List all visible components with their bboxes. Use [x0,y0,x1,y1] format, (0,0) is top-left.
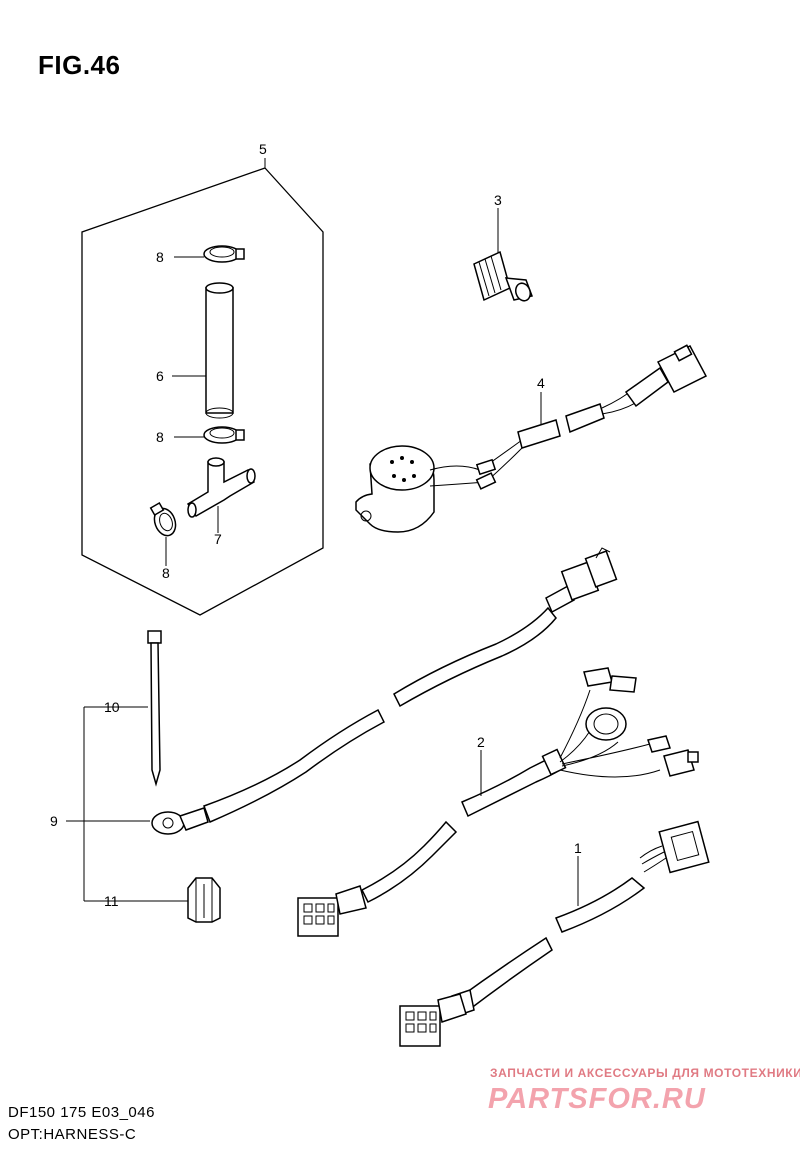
harness-1-connector [399,993,467,1047]
callout-5[interactable]: 5 [259,141,267,157]
hose-clamp-middle[interactable] [203,426,245,444]
callout-8-top[interactable]: 8 [156,249,164,265]
callout-3[interactable]: 3 [494,192,502,208]
callout-9[interactable]: 9 [50,813,58,829]
callout-10[interactable]: 10 [104,699,120,715]
callout-11[interactable]: 11 [104,893,119,909]
callout-4[interactable]: 4 [537,375,545,391]
watermark-logo: PARTSFOR.RU [488,1083,706,1115]
cable-tie[interactable] [147,630,162,787]
ground-wire-harness[interactable] [151,547,618,835]
buzzer-harness[interactable] [355,344,708,533]
model-code: DF150 175 E03_046 [8,1104,155,1121]
callout-1[interactable]: 1 [574,840,582,856]
kit-outline [81,167,324,616]
hose[interactable] [205,282,234,419]
plug[interactable] [473,250,534,303]
hose-clamp-bottom[interactable] [149,502,180,539]
callout-7[interactable]: 7 [214,531,222,547]
callout-8-middle[interactable]: 8 [156,429,164,445]
group-name: OPT:HARNESS-C [8,1126,137,1143]
watermark-tagline: ЗАПЧАСТИ И АКСЕССУАРЫ ДЛЯ МОТОТЕХНИКИ [490,1066,800,1080]
harness-1[interactable] [399,820,710,1047]
callout-8-bottom[interactable]: 8 [162,565,170,581]
fuse[interactable] [187,877,221,923]
callout-2[interactable]: 2 [477,734,485,750]
hose-clamp-top[interactable] [203,245,245,263]
t-joint[interactable] [186,457,256,518]
harness-2[interactable] [297,667,699,937]
callout-6[interactable]: 6 [156,368,164,384]
figure-title: FIG.46 [38,50,121,80]
harness-2-connector [297,885,367,937]
